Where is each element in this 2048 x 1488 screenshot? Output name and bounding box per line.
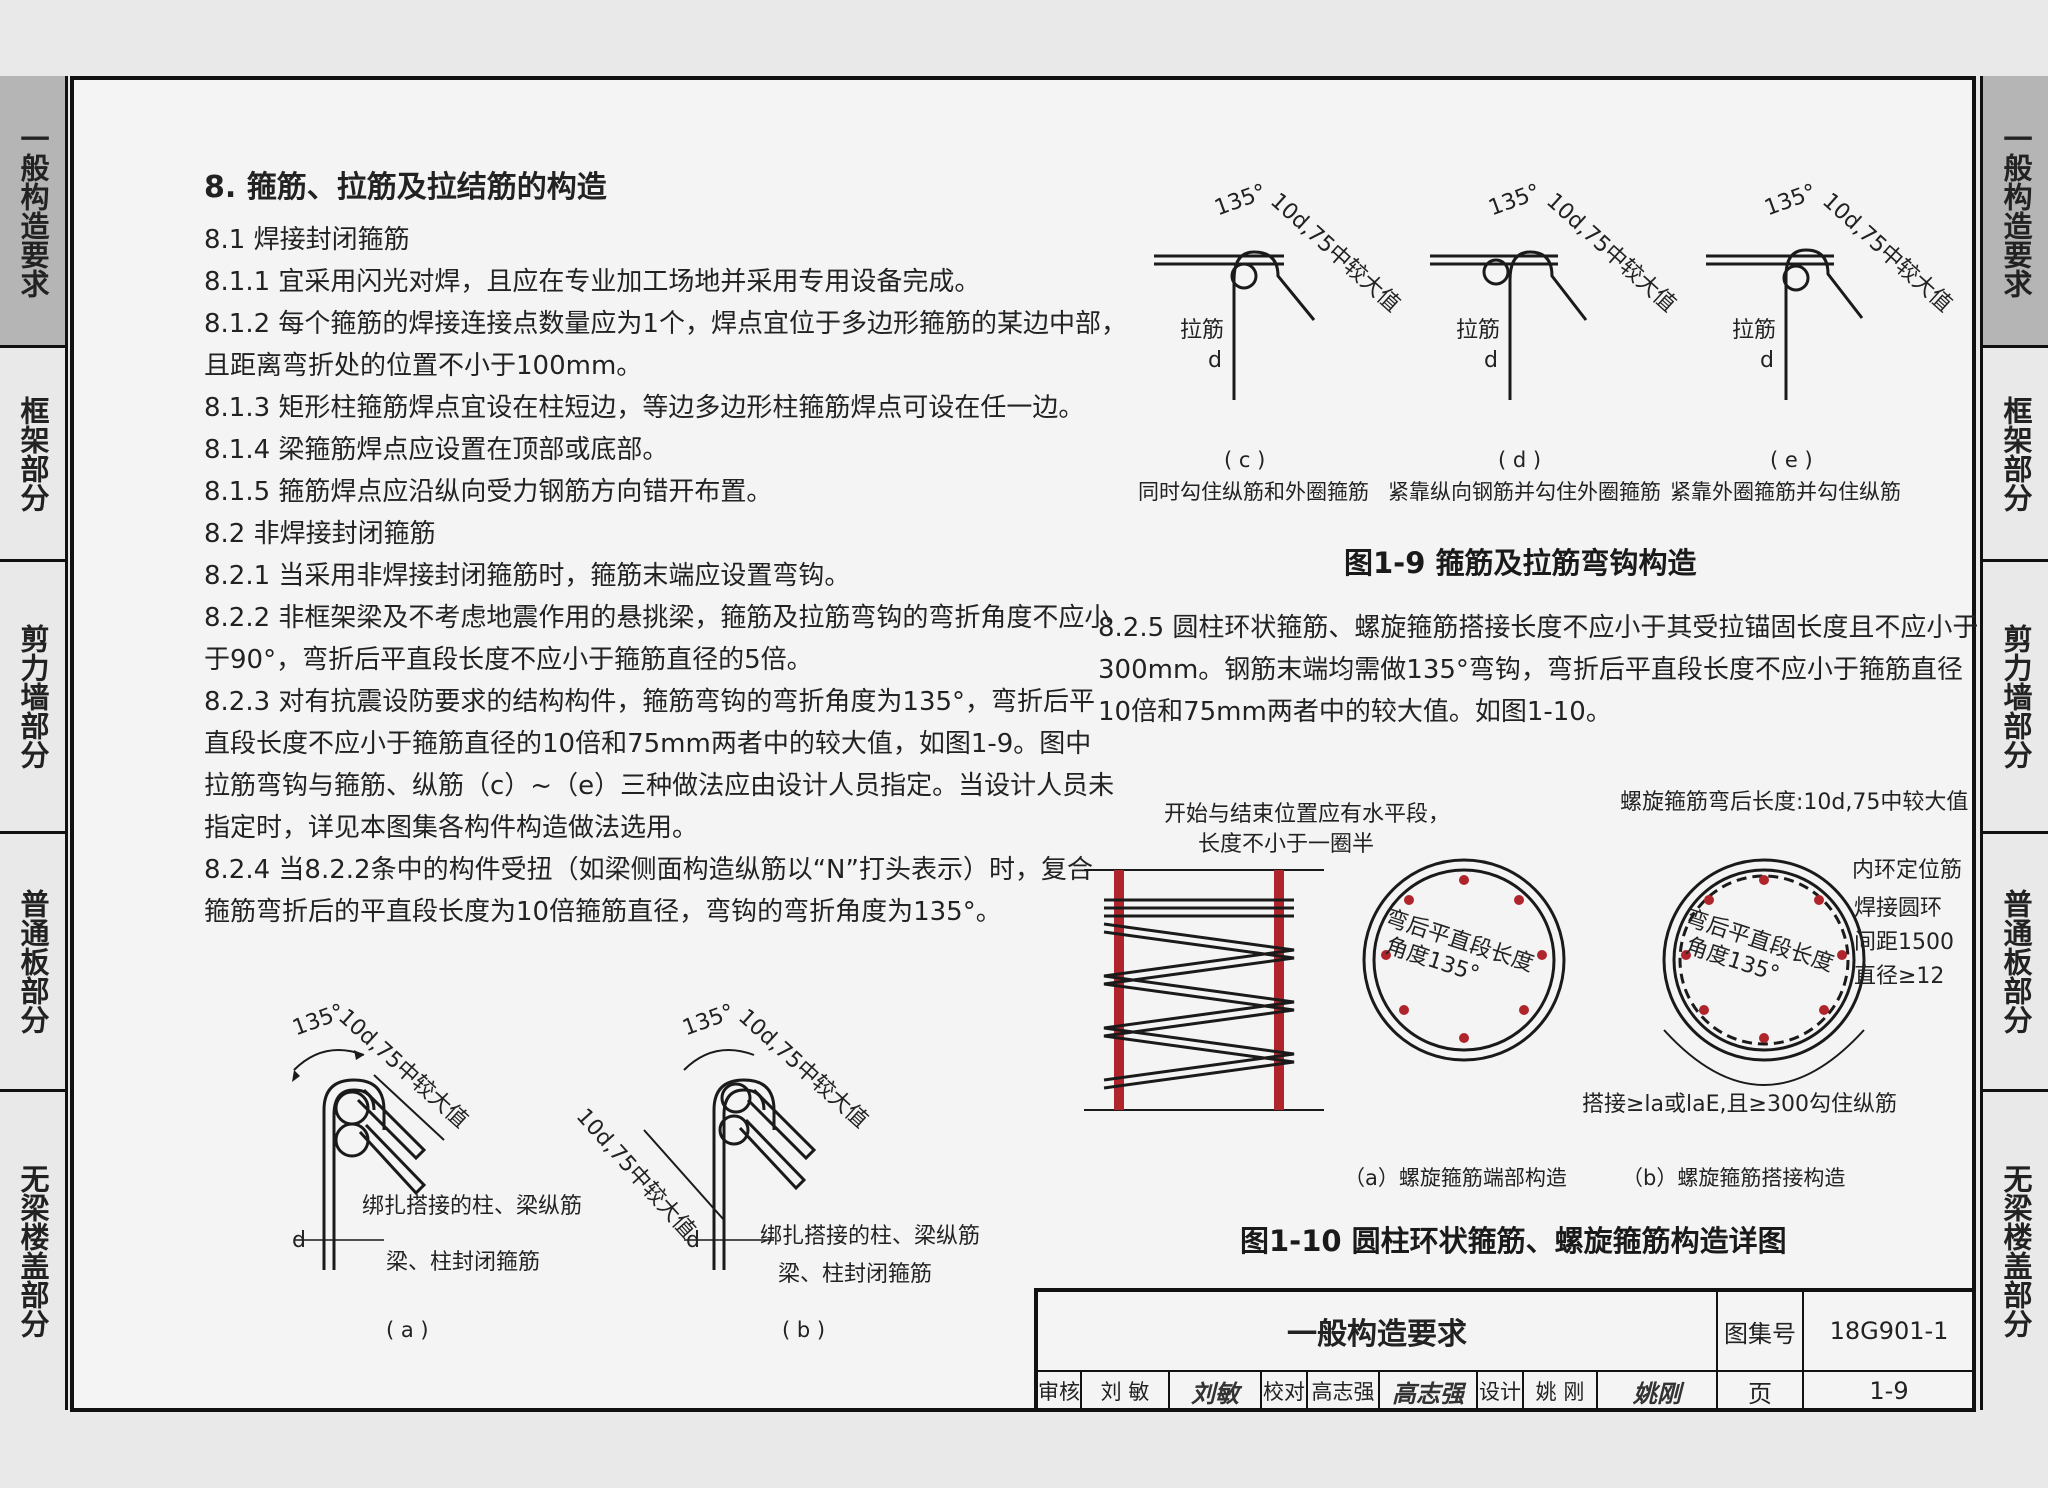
page-label: 页 <box>1718 1372 1804 1412</box>
text-line: 8.1.4 梁箍筋焊点应设置在顶部或底部。 <box>204 435 669 465</box>
figure-tag-d: ( d ) <box>1498 448 1542 472</box>
text-line: 直段长度不应小于箍筋直径的10倍和75mm两者中的较大值，如图1-9。图中 <box>204 729 1092 759</box>
sidebar-tab-general[interactable]: 一般构造要求 <box>1983 76 2048 348</box>
tab-label: 无梁楼盖部分 <box>1999 1164 2033 1338</box>
text-line: 8.2 非焊接封闭箍筋 <box>204 519 436 549</box>
sidebar-tab-flatslab[interactable]: 无梁楼盖部分 <box>0 1092 65 1410</box>
figure-caption-c: 同时勾住纵筋和外圈箍筋 <box>1138 480 1369 504</box>
caption-spiral-b: （b）螺旋箍筋搭接构造 <box>1622 1166 1846 1190</box>
spiral-stirrup-lap-diagram <box>1362 858 1866 1086</box>
sidebar-tab-frame[interactable]: 框架部分 <box>0 348 65 562</box>
weld-ring-label: 焊接圆环 <box>1854 896 1943 921</box>
spiral-length-label: 螺旋箍筋弯后长度:10d,75中较大值 <box>1620 790 1969 815</box>
sidebar-tab-shearwall[interactable]: 剪力墙部分 <box>1983 562 2048 834</box>
inner-ring-label: 内环定位筋 <box>1852 858 1963 883</box>
designer-signature: 姚刚 <box>1598 1372 1718 1412</box>
long-bar-label: 绑扎搭接的柱、梁纵筋 <box>760 1224 981 1249</box>
section-heading: 8. 箍筋、拉筋及拉结筋的构造 <box>204 170 607 205</box>
sidebar-tab-shearwall[interactable]: 剪力墙部分 <box>0 562 65 834</box>
tab-label: 一般构造要求 <box>16 123 50 298</box>
tab-label: 无梁楼盖部分 <box>16 1164 50 1338</box>
text-line: 8.2.1 当采用非焊接封闭箍筋时，箍筋末端应设置弯钩。 <box>204 561 851 591</box>
text-line: 且距离弯折处的位置不小于100mm。 <box>204 351 643 381</box>
figure-caption-e: 紧靠外圈箍筋并勾住纵筋 <box>1670 480 1901 504</box>
drawing-sheet: 8. 箍筋、拉筋及拉结筋的构造 8.1 焊接封闭箍筋 8.1.1 宜采用闪光对焊… <box>70 76 1979 1412</box>
stirrup-label: 梁、柱封闭箍筋 <box>386 1250 541 1275</box>
d-label: d <box>1760 348 1774 373</box>
checker-name: 高志强 <box>1308 1372 1380 1412</box>
tab-label: 剪力墙部分 <box>1999 624 2033 769</box>
text-line: 8.1 焊接封闭箍筋 <box>204 225 410 255</box>
text-line: 8.2.5 圆柱环状箍筋、螺旋箍筋搭接长度不应小于其受拉锚固长度且不应小于 <box>1098 613 1979 643</box>
sidebar-tab-slab[interactable]: 普通板部分 <box>0 834 65 1092</box>
figure-1-10-title: 图1-10 圆柱环状箍筋、螺旋箍筋构造详图 <box>1240 1224 1787 1258</box>
figure-tag-c: ( c ) <box>1224 448 1266 472</box>
caption-spiral-a: （a）螺旋箍筋端部构造 <box>1344 1166 1567 1190</box>
sidebar-tab-slab[interactable]: 普通板部分 <box>1983 834 2048 1092</box>
text-line: 指定时，详见本图集各构件构造做法选用。 <box>204 813 699 843</box>
tab-label: 框架部分 <box>1999 395 2033 512</box>
sidebar-tab-general[interactable]: 一般构造要求 <box>0 76 65 348</box>
right-sidebar: 一般构造要求 框架部分 剪力墙部分 普通板部分 无梁楼盖部分 <box>1980 76 2048 1410</box>
stirrup-hook-diagram-b <box>643 1049 817 1270</box>
tab-label: 剪力墙部分 <box>16 624 50 769</box>
review-label: 审核 <box>1038 1372 1082 1412</box>
text-line: 8.1.1 宜采用闪光对焊，且应在专业加工场地并采用专用设备完成。 <box>204 267 981 297</box>
lap-label: 搭接≥la或laE,且≥300勾住纵筋 <box>1582 1092 1897 1117</box>
figure-tag-b: ( b ) <box>782 1318 826 1342</box>
text-line: 8.1.5 箍筋焊点应沿纵向受力钢筋方向错开布置。 <box>204 477 773 507</box>
tie-label: 拉筋 <box>1456 318 1501 343</box>
text-line: 箍筋弯折后的平直段长度为10倍箍筋直径，弯钩的弯折角度为135°。 <box>204 897 1002 927</box>
atlas-number: 18G901-1 <box>1804 1292 1976 1372</box>
d-label: d <box>1208 348 1222 373</box>
figure-1-9-title: 图1-9 箍筋及拉筋弯钩构造 <box>1344 546 1697 580</box>
d-label: d <box>686 1228 700 1253</box>
text-line: 8.2.4 当8.2.2条中的构件受扭（如梁侧面构造纵筋以“N”打头表示）时，复… <box>204 855 1093 885</box>
left-sidebar: 一般构造要求 框架部分 剪力墙部分 普通板部分 无梁楼盖部分 <box>0 76 68 1410</box>
spiral-note-2: 长度不小于一圈半 <box>1198 832 1375 857</box>
drawing-name: 一般构造要求 <box>1038 1292 1718 1372</box>
tie-label: 拉筋 <box>1732 318 1777 343</box>
check-label: 校对 <box>1262 1372 1308 1412</box>
stirrup-hook-diagram-a <box>292 1049 445 1270</box>
page-number: 1-9 <box>1804 1372 1976 1412</box>
spiral-note-1: 开始与结束位置应有水平段， <box>1164 802 1451 827</box>
figure-tag-a: ( a ) <box>386 1318 429 1342</box>
tab-label: 一般构造要求 <box>1999 123 2033 298</box>
title-block: 一般构造要求 图集号 18G901-1 审核 刘 敏 刘敏 校对 高志强 高志强… <box>1034 1288 1976 1412</box>
figure-caption-d: 紧靠纵向钢筋并勾住外圈箍筋 <box>1388 480 1661 504</box>
text-line: 300mm。钢筋末端均需做135°弯钩，弯折后平直段长度不应小于箍筋直径 <box>1098 655 1963 685</box>
spiral-stirrup-end-diagram <box>1084 869 1324 1111</box>
tab-label: 普通板部分 <box>1999 889 2033 1034</box>
sidebar-tab-frame[interactable]: 框架部分 <box>1983 348 2048 562</box>
text-line: 8.2.3 对有抗震设防要求的结构构件，箍筋弯钩的弯折角度为135°，弯折后平 <box>204 687 1096 717</box>
checker-signature: 高志强 <box>1380 1372 1478 1412</box>
reviewer-signature: 刘敏 <box>1170 1372 1262 1412</box>
tab-label: 普通板部分 <box>16 889 50 1034</box>
sidebar-tab-flatslab[interactable]: 无梁楼盖部分 <box>1983 1092 2048 1410</box>
text-line: 拉筋弯钩与箍筋、纵筋（c）~（e）三种做法应由设计人员指定。当设计人员未 <box>204 771 1115 801</box>
text-line: 于90°，弯折后平直段长度不应小于箍筋直径的5倍。 <box>204 645 813 675</box>
text-line: 10倍和75mm两者中的较大值。如图1-10。 <box>1098 697 1612 727</box>
spacing-label: 间距1500 <box>1854 930 1954 955</box>
d-label: d <box>292 1228 306 1253</box>
d-label: d <box>1484 348 1498 373</box>
tab-label: 框架部分 <box>16 395 50 512</box>
long-bar-label: 绑扎搭接的柱、梁纵筋 <box>362 1194 583 1219</box>
text-line: 8.1.2 每个箍筋的焊接连接点数量应为1个，焊点宜位于多边形箍筋的某边中部， <box>204 309 1127 339</box>
tie-hook-diagrams-cde <box>1154 248 1864 400</box>
figure-tag-e: ( e ) <box>1770 448 1813 472</box>
design-label: 设计 <box>1478 1372 1524 1412</box>
text-line: 8.1.3 矩形柱箍筋焊点宜设在柱短边，等边多边形柱箍筋焊点可设在任一边。 <box>204 393 1085 423</box>
diameter-label: 直径≥12 <box>1854 964 1945 989</box>
tie-label: 拉筋 <box>1180 318 1225 343</box>
text-line: 8.2.2 非框架梁及不考虑地震作用的悬挑梁，箍筋及拉筋弯钩的弯折角度不应小 <box>204 603 1111 633</box>
reviewer-name: 刘 敏 <box>1082 1372 1170 1412</box>
stirrup-label: 梁、柱封闭箍筋 <box>778 1262 933 1287</box>
atlas-label: 图集号 <box>1718 1292 1804 1372</box>
designer-name: 姚 刚 <box>1524 1372 1598 1412</box>
